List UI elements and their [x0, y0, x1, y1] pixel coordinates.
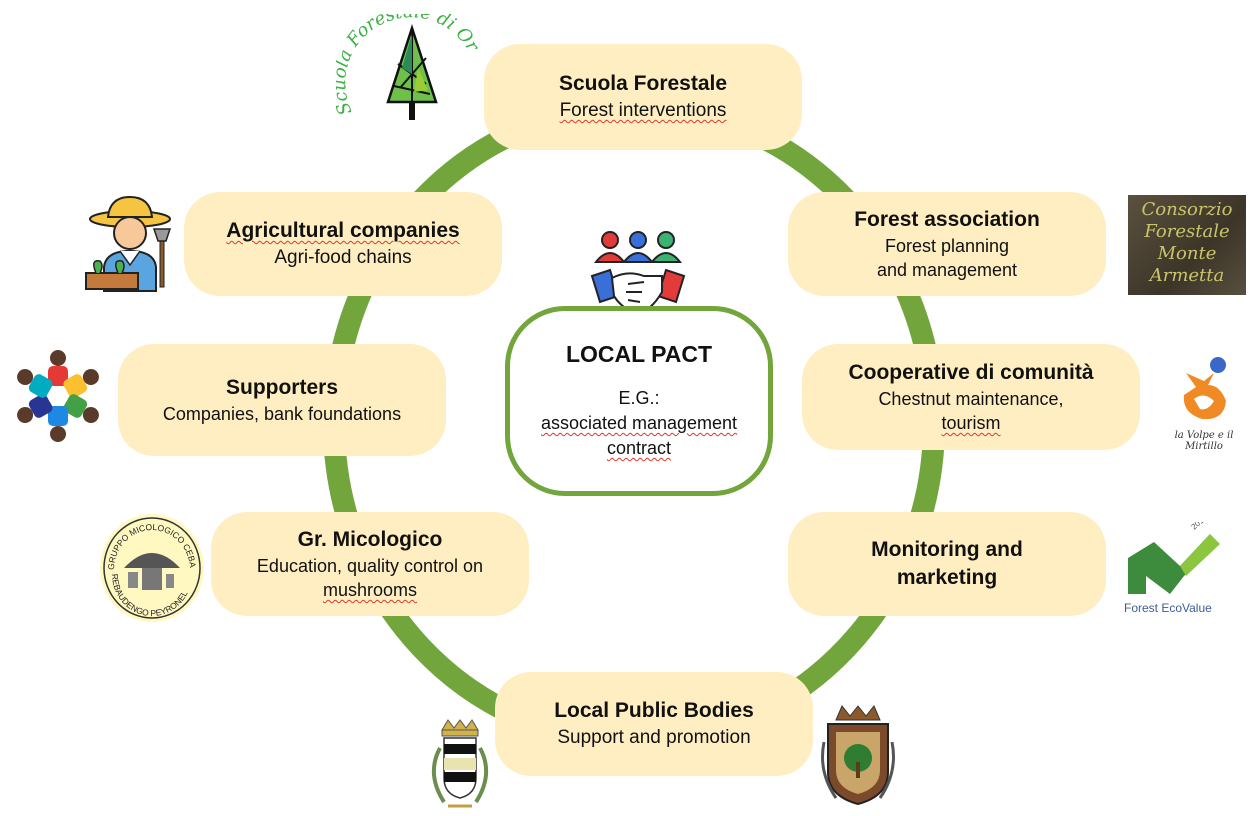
node-title: Forest association — [854, 208, 1040, 231]
node-desc-line2: and management — [876, 260, 1018, 280]
node-forest-association: Forest association Forest planning and m… — [788, 192, 1106, 296]
local-pact-box: LOCAL PACT E.G.: associated management c… — [505, 306, 773, 496]
local-pact-eg: E.G.: — [618, 388, 660, 408]
volpe-logo-text: la Volpe e il Mirtillo — [1174, 430, 1234, 452]
node-title: Local Public Bodies — [554, 699, 754, 722]
node-title: Scuola Forestale — [558, 72, 728, 95]
crest-icon — [821, 705, 895, 806]
local-pact-line2: associated management — [510, 411, 768, 436]
ecovalue-logo: 2017 Forest EcoValue — [1124, 513, 1250, 616]
node-title: Agricultural companies — [226, 219, 460, 242]
node-desc: Support and promotion — [557, 727, 751, 748]
node-cooperative: Cooperative di comunità Chestnut mainten… — [802, 344, 1140, 450]
local-pact-title: LOCAL PACT — [565, 341, 713, 367]
node-supporters: Supporters Companies, bank foundations — [118, 344, 446, 456]
consorzio-line4: Armetta — [1149, 265, 1225, 286]
micologico-logo: GRUPPO MICOLOGICO CEBANO REBAUDENGO PEYR… — [98, 512, 204, 622]
handshake-people-icon — [590, 231, 686, 314]
farmer-icon — [85, 195, 172, 292]
node-desc: Agri-food chains — [274, 247, 412, 268]
ecovalue-logo-icon: 2017 — [1128, 513, 1220, 594]
local-pact-line2-text: associated management — [540, 413, 738, 433]
node-desc: Forest interventions — [559, 100, 727, 121]
crest-icon — [432, 719, 488, 808]
local-pact-line3: contract — [510, 436, 768, 461]
node-title: Supporters — [225, 376, 338, 399]
node-desc-line1: Education, quality control on — [256, 556, 484, 576]
node-title: Cooperative di comunità — [848, 361, 1094, 384]
consorzio-logo: Consorzio Forestale Monte Armetta — [1128, 195, 1246, 295]
node-title-line1: Monitoring and — [871, 538, 1023, 561]
volpe-logo: la Volpe e il Mirtillo — [1158, 355, 1250, 455]
scuola-forestale-logo: Scuola Forestale di Ormea — [336, 14, 484, 120]
node-gr-micologico: Gr. Micologico Education, quality contro… — [211, 512, 529, 616]
consorzio-line3: Monte — [1157, 243, 1217, 264]
node-desc-line2: tourism — [941, 413, 1001, 433]
node-monitoring-marketing: Monitoring and marketing — [788, 512, 1106, 616]
tree-logo-icon — [386, 23, 438, 120]
node-agricultural-companies: Agricultural companies Agri-food chains — [184, 192, 502, 296]
node-desc-line1: Forest planning — [884, 236, 1010, 256]
node-title-line2: marketing — [896, 566, 998, 589]
mushroom-seal-icon — [124, 553, 180, 590]
fox-logo-icon — [1183, 357, 1226, 420]
ecovalue-logo-text: Forest EcoValue — [1124, 601, 1212, 615]
node-title: Gr. Micologico — [297, 528, 443, 551]
node-desc-line2: mushrooms — [322, 580, 418, 600]
ecovalue-year: 2017 — [1190, 522, 1210, 532]
node-scuola-forestale: Scuola Forestale Forest interventions — [484, 44, 802, 150]
consorzio-line1: Consorzio — [1141, 199, 1233, 220]
node-desc: Companies, bank foundations — [162, 404, 402, 424]
people-circle-icon — [17, 350, 99, 442]
consorzio-line2: Forestale — [1144, 221, 1230, 242]
node-desc-line1: Chestnut maintenance, — [878, 389, 1064, 409]
node-local-public-bodies: Local Public Bodies Support and promotio… — [495, 672, 813, 776]
local-pact-line3-text: contract — [606, 438, 672, 458]
